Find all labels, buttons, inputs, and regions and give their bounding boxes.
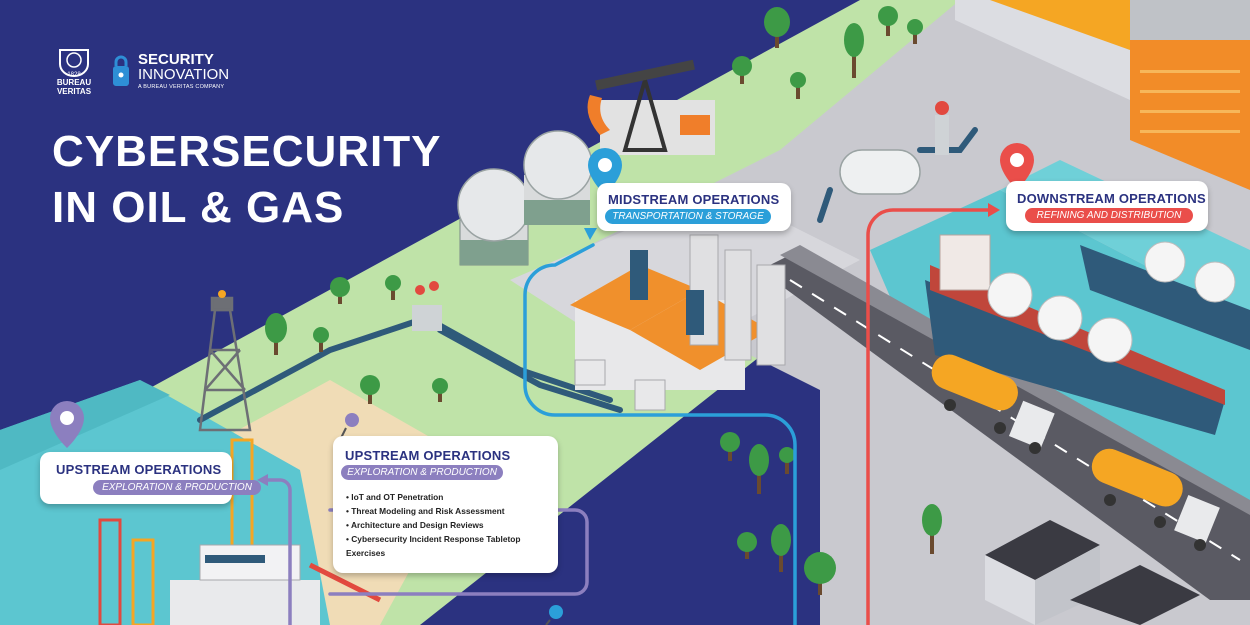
bureau-veritas-wordmark: BUREAU VERITAS [56, 78, 92, 96]
si-name-line1: SECURITY [138, 51, 214, 68]
tanker-ship-icon [925, 234, 1250, 435]
midstream-heading: MIDSTREAM OPERATIONS [608, 192, 780, 207]
list-item: Exercises [346, 548, 386, 558]
bureau-veritas-seal-icon: 1828 [59, 49, 89, 78]
upstream-left-subtitle: EXPLORATION & PRODUCTION [93, 480, 261, 495]
list-item: • IoT and OT Penetration [346, 492, 444, 502]
upstream-main-heading: UPSTREAM OPERATIONS [345, 448, 511, 463]
upstream-left-card: UPSTREAM OPERATIONS EXPLORATION & PRODUC… [40, 452, 261, 504]
midstream-flow-arrow [523, 243, 797, 625]
oil-rig-icon [198, 290, 252, 432]
bureau-veritas-logo: 1828 BUREAU VERITAS [54, 46, 94, 96]
factory-icon [955, 0, 1250, 190]
tanker-truck-icon [931, 354, 1220, 551]
list-item: • Architecture and Design Reviews [346, 520, 484, 530]
security-innovation-logo: SECURITY INNOVATION A BUREAU VERITAS COM… [110, 52, 229, 90]
page-title: CYBERSECURITY IN OIL & GAS [52, 124, 442, 236]
push-pin-icon [545, 605, 563, 625]
oil-rig-icon [98, 438, 382, 625]
downstream-card: DOWNSTREAM OPERATIONS REFINING AND DISTR… [1006, 181, 1208, 231]
si-tagline: A BUREAU VERITAS COMPANY [138, 84, 225, 90]
upstream-flow-arrow [263, 478, 292, 625]
downstream-subtitle: REFINING AND DISTRIBUTION [1025, 208, 1193, 223]
factory-icon [570, 234, 786, 411]
brand-logos: 1828 BUREAU VERITAS SECURITY INNOVATION … [54, 46, 229, 96]
service-list: • IoT and OT Penetration • Threat Modeli… [346, 490, 521, 560]
upstream-main-subtitle: EXPLORATION & PRODUCTION [341, 465, 503, 480]
tree-icon [265, 6, 942, 595]
location-pin-icon [1000, 143, 1034, 190]
downstream-flow-arrow [866, 208, 990, 625]
title-line-2: IN OIL & GAS [52, 183, 345, 232]
upstream-left-heading: UPSTREAM OPERATIONS [56, 462, 222, 477]
list-item: • Threat Modeling and Risk Assessment [346, 506, 505, 516]
title-line-1: CYBERSECURITY [52, 127, 442, 176]
downstream-heading: DOWNSTREAM OPERATIONS [1017, 191, 1206, 206]
midstream-subtitle: TRANSPORTATION & STORAGE [605, 209, 771, 224]
list-item: • Cybersecurity Incident Response Tablet… [346, 534, 521, 544]
pumpjack-icon [587, 59, 715, 155]
si-name-line2: INNOVATION [138, 66, 230, 83]
upstream-main-card: UPSTREAM OPERATIONS EXPLORATION & PRODUC… [333, 436, 558, 573]
midstream-card: MIDSTREAM OPERATIONS TRANSPORTATION & ST… [597, 183, 791, 231]
storage-tank-icon [457, 130, 593, 266]
padlock-icon [113, 55, 129, 86]
svg-text:1828: 1828 [67, 72, 81, 78]
location-pin-icon [50, 401, 84, 448]
